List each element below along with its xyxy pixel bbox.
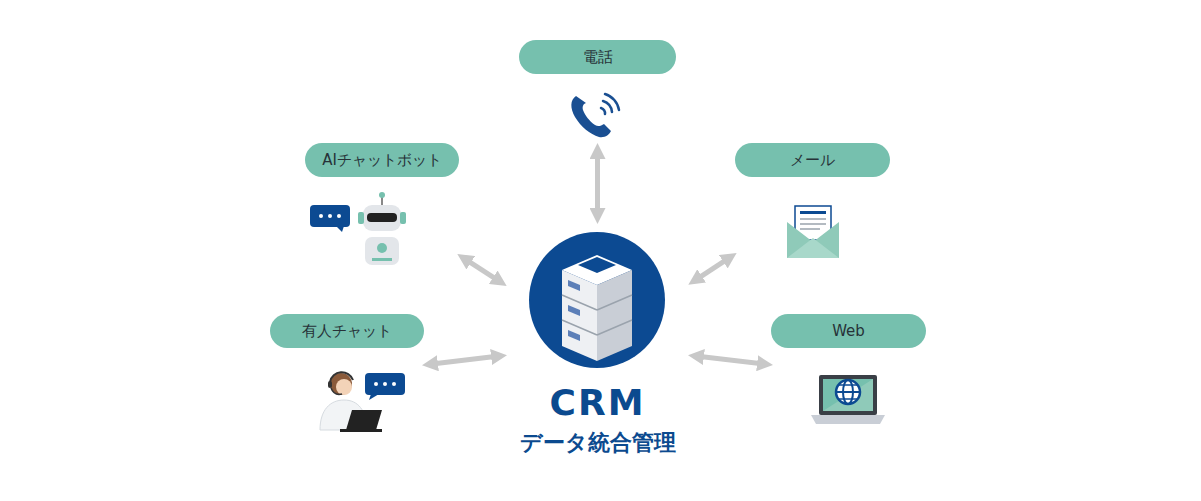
channel-node: メール bbox=[735, 143, 890, 263]
crm-subtitle: データ統合管理 bbox=[505, 429, 690, 457]
channel-label: メール bbox=[790, 151, 835, 170]
channel-node: AIチャットボット bbox=[305, 143, 459, 268]
double-arrow bbox=[695, 257, 730, 280]
channel-label: AIチャットボット bbox=[322, 151, 442, 170]
channel-pill: Web bbox=[771, 314, 926, 348]
channel-pill: AIチャットボット bbox=[305, 143, 459, 177]
channel-label: Web bbox=[832, 322, 865, 340]
channel-pill: 電話 bbox=[519, 40, 676, 74]
channel-label: 電話 bbox=[583, 48, 613, 67]
channel-node: Web bbox=[771, 314, 926, 434]
double-arrow bbox=[430, 356, 499, 364]
channel-node: 有人チャット bbox=[270, 314, 424, 434]
double-arrow bbox=[595, 151, 600, 216]
chatbot-icon bbox=[310, 192, 406, 265]
channel-pill: メール bbox=[735, 143, 890, 177]
operator-icon bbox=[320, 372, 405, 432]
channel-pill: 有人チャット bbox=[270, 314, 424, 348]
laptop-icon bbox=[811, 375, 885, 424]
channel-node: 電話 bbox=[519, 40, 676, 145]
channel-label: 有人チャット bbox=[302, 322, 392, 341]
server-icon bbox=[529, 232, 665, 368]
double-arrow bbox=[696, 356, 765, 364]
mail-icon bbox=[787, 206, 839, 258]
double-arrow bbox=[464, 258, 500, 281]
crm-title: CRM bbox=[505, 382, 690, 424]
crm-node: CRM データ統合管理 bbox=[505, 222, 690, 467]
phone-icon bbox=[571, 94, 619, 137]
